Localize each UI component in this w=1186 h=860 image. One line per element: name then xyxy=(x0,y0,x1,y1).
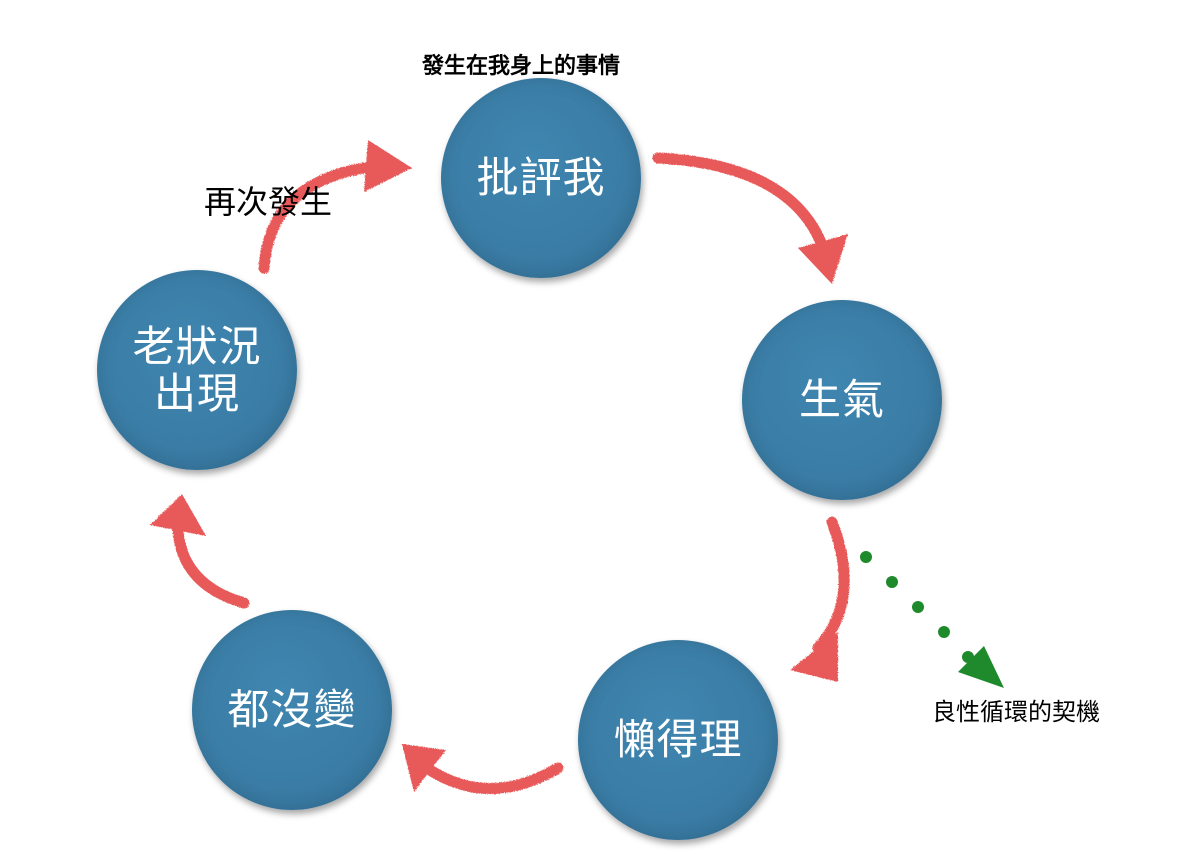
arrow-criticize-to-angry xyxy=(652,152,848,284)
arrow-oldsit-to-criticize xyxy=(258,140,412,274)
dot xyxy=(912,601,924,613)
node-old-situation-label: 老狀況 出現 xyxy=(132,321,262,418)
node-no-change-label: 都沒變 xyxy=(227,685,357,735)
dot xyxy=(860,551,872,563)
arrow-nochange-to-oldsit xyxy=(150,494,250,609)
virtuous-cycle-label: 良性循環的契機 xyxy=(932,698,1100,726)
arrow-angry-to-lazy xyxy=(790,516,850,682)
node-criticize: 批評我 xyxy=(441,78,641,278)
virtuous-cycle-dotted-arrow xyxy=(860,551,1004,688)
dot xyxy=(886,576,898,588)
arrowhead xyxy=(958,646,1004,688)
dot xyxy=(938,626,950,638)
node-old-situation: 老狀況 出現 xyxy=(97,270,297,470)
node-lazy: 懶得理 xyxy=(578,640,778,840)
arrow-lazy-to-nochange xyxy=(402,744,564,794)
again-label: 再次發生 xyxy=(204,183,333,221)
top-caption: 發生在我身上的事情 xyxy=(422,54,621,79)
node-lazy-label: 懶得理 xyxy=(613,715,743,765)
node-criticize-label: 批評我 xyxy=(476,153,606,203)
node-angry: 生氣 xyxy=(742,300,942,500)
node-angry-label: 生氣 xyxy=(798,375,885,425)
node-no-change: 都沒變 xyxy=(192,610,392,810)
